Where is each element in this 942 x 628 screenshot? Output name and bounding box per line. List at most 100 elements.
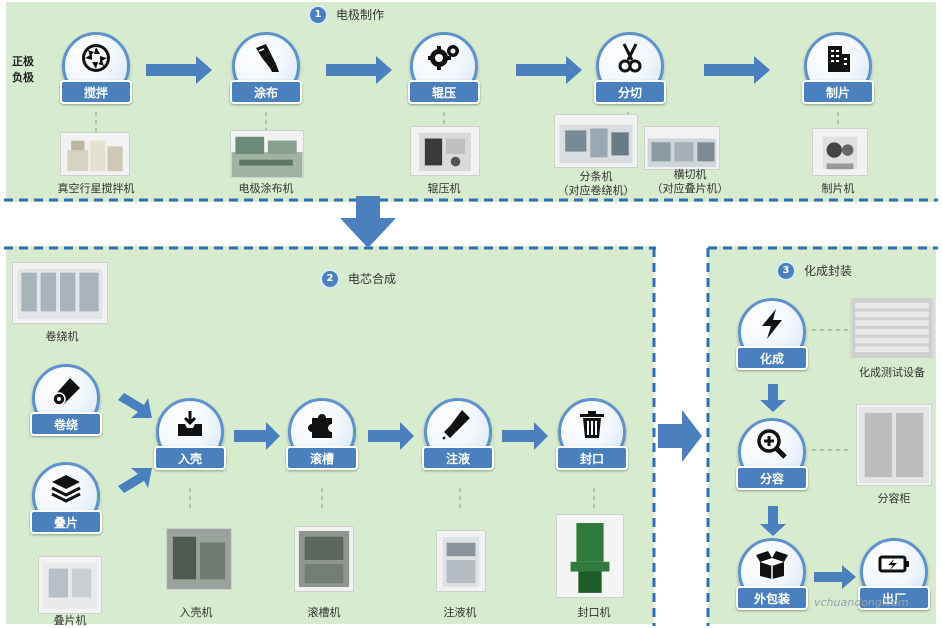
section-label: 电芯合成	[348, 272, 397, 286]
label-slit-strip-note: （对应卷绕机）	[557, 184, 635, 197]
node-label: 滚槽	[286, 446, 358, 470]
label-stack-machine: 叠片机	[53, 614, 87, 627]
battery-icon	[878, 555, 909, 573]
node-pack[interactable]: 外包装	[734, 538, 810, 614]
photo-grading-cabinet	[856, 404, 932, 486]
photo-slit-strip-machine	[554, 114, 638, 168]
node-label: 涂布	[230, 80, 302, 104]
node-case[interactable]: 入壳	[152, 398, 228, 474]
node-label: 封口	[556, 446, 628, 470]
node-label: 出厂	[858, 586, 930, 610]
label-tab-machine: 制片机	[821, 182, 855, 195]
photo-stack-machine	[38, 556, 102, 614]
photo-formation-equipment	[850, 298, 934, 358]
label-stir-machine: 真空行星搅拌机	[57, 182, 135, 195]
photo-coat-machine	[230, 130, 304, 178]
layers-icon	[51, 475, 81, 503]
arrow-roll-slit	[516, 56, 582, 84]
node-label: 搅拌	[60, 80, 132, 104]
photo-fill-machine	[436, 530, 486, 592]
node-groove[interactable]: 滚槽	[284, 398, 360, 474]
scissors-icon	[618, 43, 642, 73]
section-label: 化成封装	[804, 264, 853, 278]
node-form[interactable]: 化成	[734, 298, 810, 374]
aperture-icon	[82, 44, 110, 72]
positive-pole-label: 正极	[12, 55, 34, 68]
arrow-form-grade	[760, 384, 786, 412]
open-box-icon	[756, 551, 788, 579]
trash-can-icon	[580, 411, 604, 438]
node-label: 入壳	[154, 446, 226, 470]
arrow-coat-roll	[326, 56, 392, 84]
arrow-stack-case	[118, 468, 152, 493]
arrow-core-formation	[658, 410, 702, 462]
arrow-slit-tab	[704, 56, 770, 84]
section-title-electrode: 1 电极制作	[310, 6, 384, 23]
arrow-groove-fill	[368, 422, 414, 450]
node-label: 叠片	[30, 510, 102, 534]
node-roll[interactable]: 辊压	[406, 32, 482, 108]
arrow-case-groove	[234, 422, 280, 450]
label-fill-machine: 注液机	[443, 606, 477, 619]
roll-icon	[52, 378, 80, 406]
label-seal-machine: 封口机	[577, 606, 611, 619]
photo-case-machine	[166, 528, 232, 590]
node-fill[interactable]: 注液	[420, 398, 496, 474]
node-ship[interactable]: 出厂	[856, 538, 932, 614]
arrow-stir-coat	[146, 56, 212, 84]
puzzle-icon	[308, 414, 332, 438]
watermark: vchuandong.com	[814, 596, 909, 609]
negative-pole-label: 负极	[12, 71, 34, 84]
node-grade[interactable]: 分容	[734, 418, 810, 494]
gears-icon	[428, 45, 459, 70]
flow-arrows	[118, 56, 856, 589]
inbox-icon	[178, 411, 202, 436]
label-groove-machine: 滚槽机	[307, 606, 341, 619]
node-label: 制片	[802, 80, 874, 104]
section-title-core: 2 电芯合成	[322, 270, 396, 287]
section-number: 3	[778, 262, 794, 279]
magnifier-icon	[757, 429, 787, 459]
node-stir[interactable]: 搅拌	[58, 32, 134, 108]
label-slit-cross-machine: 横切机	[673, 168, 707, 181]
leader-lines	[95, 112, 848, 512]
label-coat-machine: 电极涂布机	[238, 182, 294, 195]
node-label: 分切	[594, 80, 666, 104]
photo-seal-machine	[556, 514, 624, 598]
node-stack[interactable]: 叠片	[28, 462, 104, 538]
arrow-fill-seal	[502, 422, 548, 450]
node-label: 卷绕	[30, 412, 102, 436]
node-tab[interactable]: 制片	[800, 32, 876, 108]
photo-groove-machine	[294, 526, 354, 592]
arrow-wind-case	[118, 393, 152, 418]
node-coat[interactable]: 涂布	[228, 32, 304, 108]
node-seal[interactable]: 封口	[554, 398, 630, 474]
photo-tab-machine	[812, 128, 868, 176]
label-wind-machine: 卷绕机	[45, 330, 79, 343]
label-grading-cabinet: 分容柜	[877, 492, 911, 505]
node-slit[interactable]: 分切	[592, 32, 668, 108]
paint-brush-icon	[256, 44, 279, 72]
arrow-grade-pack	[760, 506, 786, 536]
pole-labels: 正极 负极	[12, 54, 34, 86]
label-slit-cross-note: （对应叠片机）	[651, 182, 729, 195]
lightning-icon	[762, 309, 782, 339]
node-wind[interactable]: 卷绕	[28, 364, 104, 440]
node-label: 辊压	[408, 80, 480, 104]
photo-wind-machine	[12, 262, 108, 324]
label-case-machine: 入壳机	[179, 606, 213, 619]
arrow-down-core	[340, 196, 396, 248]
section-number: 2	[322, 270, 338, 287]
node-label: 化成	[736, 346, 808, 370]
building-icon	[828, 46, 850, 72]
node-label: 注液	[422, 446, 494, 470]
arrow-pack-ship	[814, 565, 856, 589]
photo-roll-machine	[410, 126, 480, 176]
photo-stir-machine	[60, 132, 130, 176]
section-title-formation: 3 化成封装	[778, 262, 852, 279]
section-number: 1	[310, 6, 326, 23]
node-label: 外包装	[736, 586, 808, 610]
syringe-icon	[442, 410, 470, 440]
label-slit-strip-machine: 分条机	[579, 170, 613, 183]
